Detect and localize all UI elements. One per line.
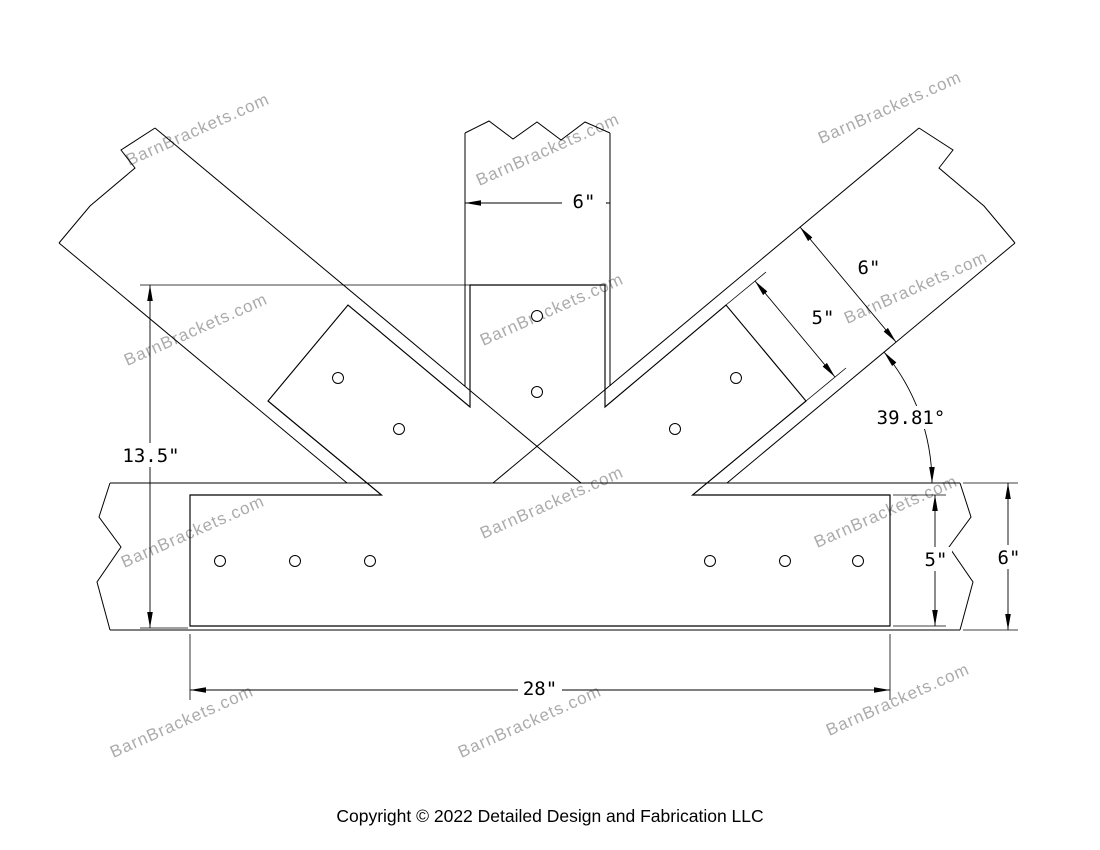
bolt-hole: [531, 310, 543, 322]
dim-angle-label: 39.81°: [877, 407, 946, 429]
bolt-hole: [364, 555, 376, 567]
dim-post-width-label: 6": [573, 191, 596, 213]
left-beam-break-mark: [58, 127, 156, 244]
left-beam-lower-edge: [58, 242, 348, 484]
bolt-hole: [730, 372, 742, 384]
right-beam-lower-edge: [726, 242, 1016, 484]
bracket-outline: [189, 284, 891, 627]
bolt-hole: [669, 423, 681, 435]
bottom-beam-right-break-mark: [948, 482, 974, 631]
post-break-mark: [464, 120, 611, 141]
dim-rafter-width-label: 6": [858, 257, 881, 279]
bolt-hole: [393, 423, 405, 435]
bolt-hole: [289, 555, 301, 567]
left-beam-upper-edge: [154, 127, 582, 484]
dimension-labels: 6" 13.5" 28" 5" 6" 6" 5" 39.81°: [122, 191, 1020, 700]
bolt-hole: [852, 555, 864, 567]
dim-rafter-bracket-width-label: 5": [812, 307, 835, 329]
bolt-holes: [214, 310, 864, 567]
dim-beam-height-label: 6": [998, 547, 1021, 569]
dim-rafter-bracket-width-line: [754, 280, 836, 378]
bottom-beam-left-break-mark: [96, 482, 122, 631]
bolt-hole: [332, 372, 344, 384]
beam-outlines: [58, 120, 1016, 631]
copyright-text: Copyright © 2022 Detailed Design and Fab…: [336, 806, 764, 826]
dim-overall-height-label: 13.5": [122, 445, 179, 467]
dimension-label-backgrounds: [117, 189, 1025, 700]
dim-bracket-length-label: 28": [523, 678, 557, 700]
dim-rafter-width-line: [799, 226, 897, 343]
bolt-hole: [531, 386, 543, 398]
bolt-hole: [779, 555, 791, 567]
right-beam-break-mark: [918, 127, 1016, 244]
bolt-hole: [214, 555, 226, 567]
dim-bracket-height-label: 5": [925, 549, 948, 571]
bolt-hole: [704, 555, 716, 567]
extension-lines: [140, 271, 1018, 700]
right-beam-upper-edge: [492, 127, 920, 484]
fan-bracket-plate: [189, 284, 891, 627]
